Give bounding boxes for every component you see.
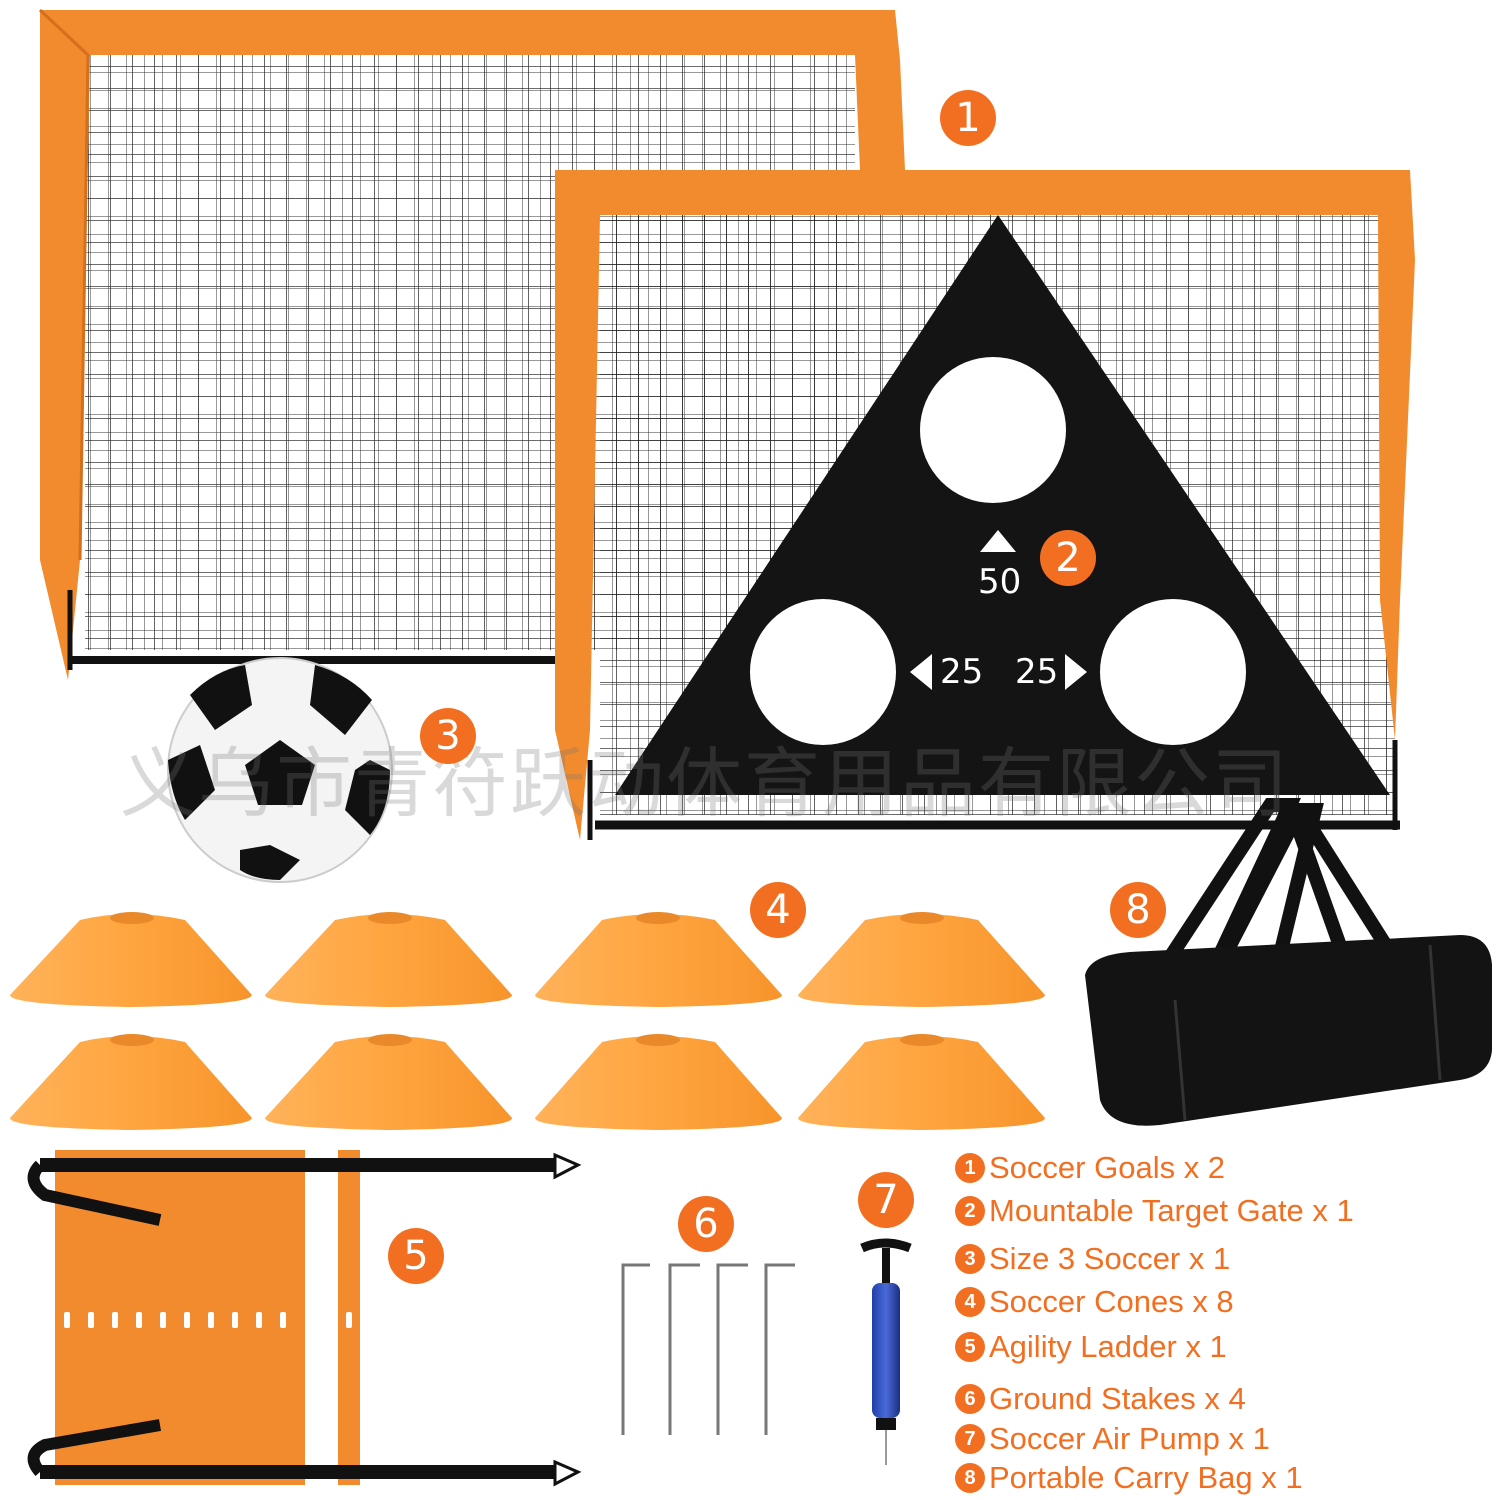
- target-score-left: 25: [940, 652, 984, 692]
- list-item-number: 8: [955, 1463, 985, 1493]
- badge-1: 1: [940, 90, 996, 146]
- cone-4: [798, 912, 1045, 1007]
- badge-6: 6: [678, 1196, 734, 1252]
- list-item: 8 Portable Carry Bag x 1: [955, 1460, 1303, 1496]
- cone-7: [535, 1034, 782, 1130]
- list-item-number: 1: [955, 1153, 985, 1183]
- list-item-label: Portable Carry Bag x 1: [989, 1460, 1303, 1495]
- badge-4: 4: [750, 882, 806, 938]
- list-item: 5 Agility Ladder x 1: [955, 1329, 1227, 1365]
- soccer-ball: [167, 657, 393, 883]
- list-item: 3 Size 3 Soccer x 1: [955, 1241, 1230, 1277]
- list-item-label: Soccer Goals x 2: [989, 1150, 1226, 1185]
- list-item: 2 Mountable Target Gate x 1: [955, 1193, 1354, 1229]
- target-score-top: 50: [978, 562, 1022, 602]
- target-gate: [615, 215, 1390, 795]
- cone-3: [535, 912, 782, 1007]
- cone-6: [265, 1034, 512, 1130]
- list-item: 6 Ground Stakes x 4: [955, 1381, 1246, 1417]
- air-pump: [860, 1238, 912, 1465]
- badge-2: 2: [1040, 530, 1096, 586]
- agility-ladder: [27, 1150, 582, 1487]
- cone-2: [265, 912, 512, 1007]
- cone-5: [10, 1034, 252, 1130]
- list-item-label: Agility Ladder x 1: [989, 1329, 1227, 1364]
- cone-1: [10, 912, 252, 1007]
- list-item-label: Size 3 Soccer x 1: [989, 1241, 1231, 1276]
- badge-8: 8: [1110, 882, 1166, 938]
- badge-7: 7: [858, 1172, 914, 1228]
- list-item-label: Mountable Target Gate x 1: [989, 1193, 1354, 1228]
- list-item-number: 4: [955, 1287, 985, 1317]
- list-item-number: 5: [955, 1332, 985, 1362]
- list-item: 1 Soccer Goals x 2: [955, 1150, 1225, 1186]
- list-item: 7 Soccer Air Pump x 1: [955, 1421, 1270, 1457]
- list-item-label: Soccer Air Pump x 1: [989, 1421, 1270, 1456]
- soccer-cones: [10, 912, 1045, 1130]
- carry-bag: [1085, 798, 1492, 1126]
- list-item-number: 3: [955, 1244, 985, 1274]
- target-score-right: 25: [1015, 652, 1059, 692]
- badge-5: 5: [388, 1228, 444, 1284]
- badge-3: 3: [420, 708, 476, 764]
- list-item-number: 7: [955, 1424, 985, 1454]
- watermark: 义乌市青符跃动体育用品有限公司: [120, 739, 1290, 828]
- list-item-label: Ground Stakes x 4: [989, 1381, 1246, 1416]
- ground-stakes: [621, 1263, 795, 1435]
- list-item: 4 Soccer Cones x 8: [955, 1284, 1234, 1320]
- cone-8: [798, 1034, 1045, 1130]
- list-item-number: 6: [955, 1384, 985, 1414]
- list-item-number: 2: [955, 1196, 985, 1226]
- list-item-label: Soccer Cones x 8: [989, 1284, 1234, 1319]
